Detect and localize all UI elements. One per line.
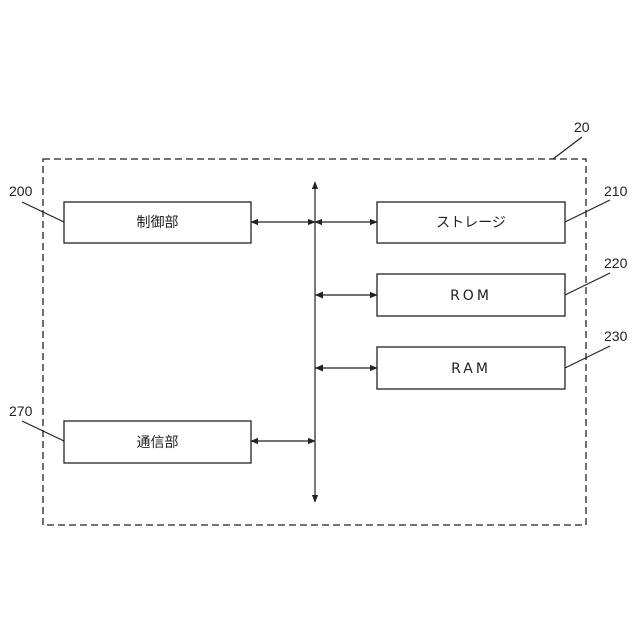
rom-block-label: ROM	[450, 288, 492, 304]
frame-ref-leader	[553, 137, 582, 159]
storage-ref-label: 210	[604, 183, 628, 199]
ram-block-label: RAM	[451, 361, 491, 377]
rom-ref-label: 220	[604, 255, 628, 271]
ram-bus-tap-arrow	[315, 365, 323, 372]
rom-bus-tap-arrow	[315, 292, 323, 299]
control-ref-label: 200	[9, 183, 33, 199]
storage-block-label: ストレージ	[436, 215, 506, 231]
rom-ref-leader	[565, 273, 610, 295]
ram-ref-leader	[565, 346, 610, 368]
comm-block-label: 通信部	[137, 435, 179, 451]
storage-ref-leader	[565, 200, 610, 222]
ram-ref-label: 230	[604, 328, 628, 344]
frame-ref-label: 20	[574, 119, 590, 135]
comm-ref-label: 270	[9, 403, 33, 419]
control-block-label: 制御部	[137, 215, 179, 231]
